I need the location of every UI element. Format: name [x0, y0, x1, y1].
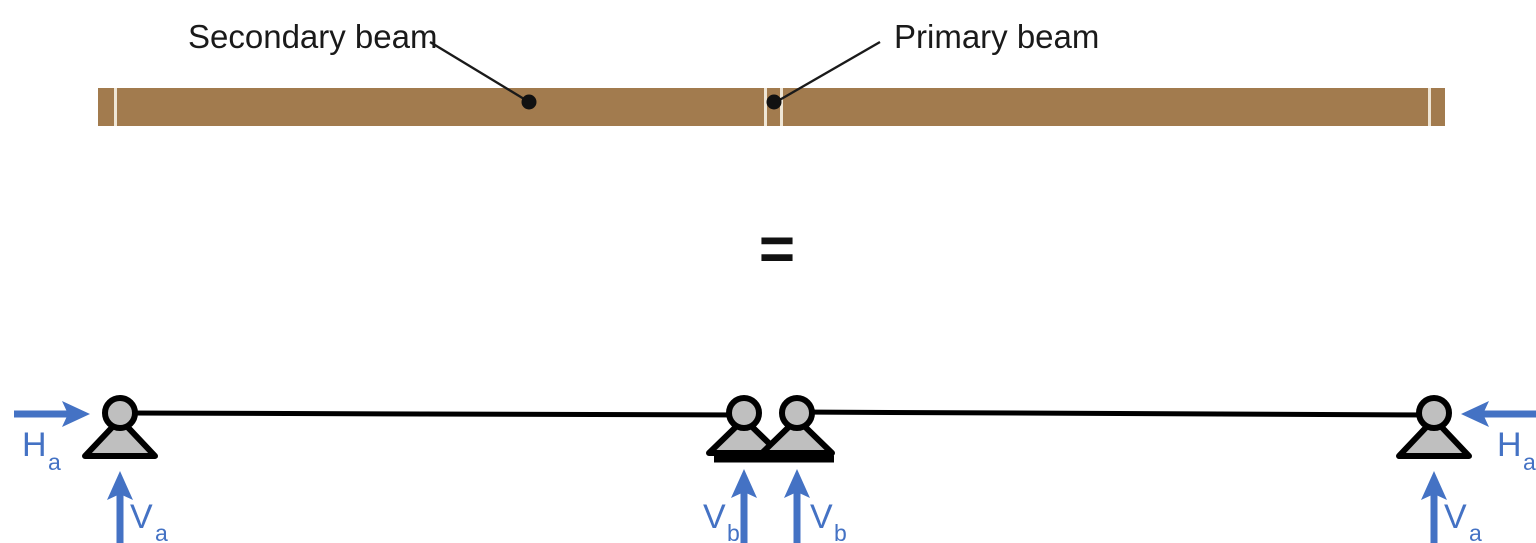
support-mid-left-hinge-circle — [726, 395, 762, 431]
force-vb-left-label: V — [703, 498, 726, 536]
force-ha-left-subscript: a — [48, 449, 61, 475]
force-ha-right: H a — [1461, 401, 1536, 475]
force-va-left: V a — [107, 471, 168, 543]
force-vb-left: V b — [703, 469, 757, 543]
primary-beam-leader-dot — [766, 94, 782, 110]
secondary-beam-leader-line — [429, 40, 530, 104]
support-right-hinge-circle — [1416, 395, 1452, 431]
force-va-left-arrowhead — [107, 471, 133, 500]
force-ha-right-subscript: a — [1523, 449, 1536, 475]
support-left-triangle — [82, 416, 158, 459]
force-ha-left-arrowhead — [62, 401, 90, 427]
force-va-left-subscript: a — [155, 520, 168, 543]
support-mid-left-triangle — [706, 416, 782, 456]
primary-beam-callout: Primary beam — [766, 18, 1099, 110]
force-ha-left-label: H — [22, 426, 47, 464]
support-left — [82, 395, 158, 459]
secondary-beam-label: Secondary beam — [188, 18, 437, 55]
force-vb-right-label: V — [810, 498, 833, 536]
member-line-right — [794, 409, 1437, 418]
primary-beam-label: Primary beam — [894, 18, 1099, 55]
force-arrows-group: H a V a V b V b — [14, 401, 1536, 543]
force-vb-left-arrowhead — [731, 469, 757, 498]
support-mid-right — [759, 395, 835, 456]
force-vb-right-arrowhead — [784, 469, 810, 498]
force-va-right-label: V — [1444, 498, 1467, 536]
secondary-beam-leader-dot — [521, 94, 537, 110]
force-va-left-label: V — [130, 498, 153, 536]
force-ha-left: H a — [14, 401, 90, 475]
secondary-beam-callout: Secondary beam — [188, 18, 537, 110]
support-right-triangle — [1396, 416, 1472, 459]
support-right — [1396, 395, 1472, 459]
support-left-hinge-circle — [102, 395, 138, 431]
equals-operator: = — [759, 215, 795, 284]
support-mid-right-triangle — [759, 416, 835, 456]
force-vb-right: V b — [784, 469, 847, 543]
member-line-left — [117, 410, 747, 418]
force-va-right-arrowhead — [1421, 471, 1447, 500]
force-ha-right-label: H — [1497, 426, 1522, 464]
force-va-right: V a — [1421, 471, 1482, 543]
force-vb-left-subscript: b — [727, 520, 740, 543]
support-mid-right-hinge-circle — [779, 395, 815, 431]
force-va-right-subscript: a — [1469, 520, 1482, 543]
primary-beam-leader-line — [775, 40, 881, 104]
force-ha-right-arrowhead — [1461, 401, 1489, 427]
bottom-structure-group — [82, 395, 1472, 463]
support-mid-left — [706, 395, 782, 456]
force-vb-right-subscript: b — [834, 520, 847, 543]
